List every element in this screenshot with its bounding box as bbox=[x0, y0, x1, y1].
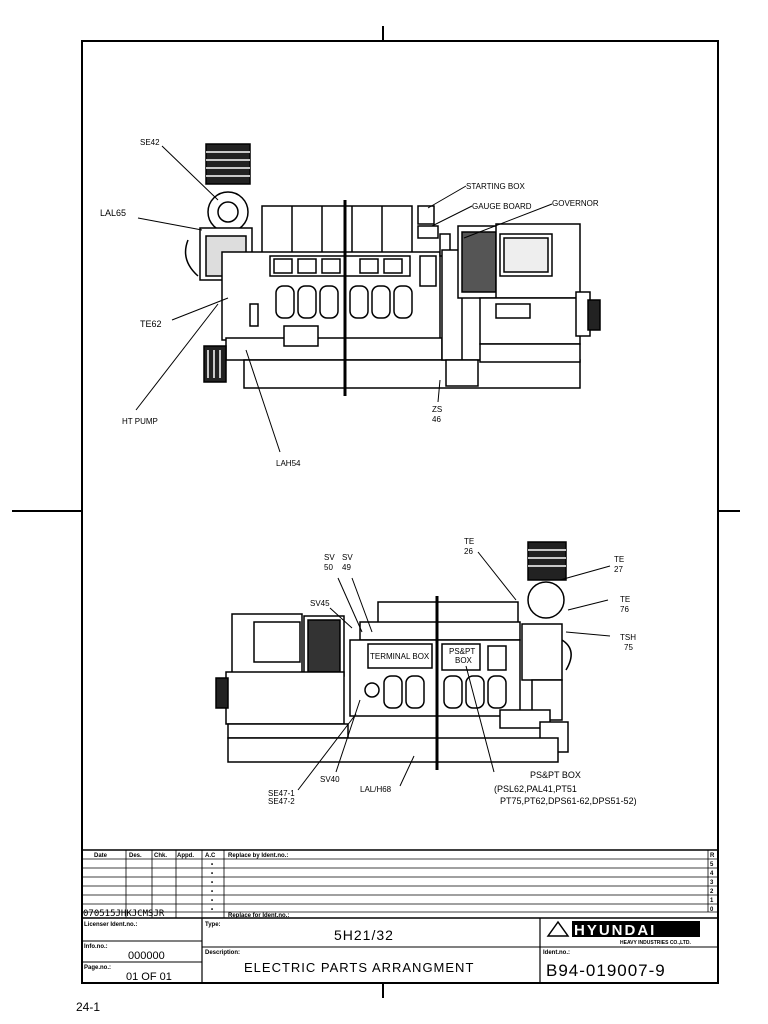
label-te26-line2: 26 bbox=[464, 547, 473, 556]
rev-1: 1 bbox=[710, 898, 714, 904]
sheet-border bbox=[12, 26, 740, 998]
label-zs46-line2: 46 bbox=[432, 415, 441, 424]
info-label: Info.no.: bbox=[84, 944, 108, 950]
rev-5: 5 bbox=[710, 862, 714, 868]
ac-dot: • bbox=[211, 880, 213, 886]
label-sv49-line2: 49 bbox=[342, 563, 351, 572]
engine-top-view bbox=[184, 143, 601, 389]
header-chk: Chk. bbox=[154, 853, 167, 859]
label-lal65: LAL65 bbox=[100, 208, 126, 218]
label-lah54: LAH54 bbox=[276, 459, 301, 468]
label-pspt-inner-line2: BOX bbox=[455, 656, 473, 665]
label-sv50-line1: SV bbox=[324, 553, 335, 562]
label-te76-line2: 76 bbox=[620, 605, 629, 614]
ac-dot: • bbox=[211, 862, 213, 868]
label-ht-pump: HT PUMP bbox=[122, 417, 158, 426]
page-label: Page.no.: bbox=[84, 965, 111, 971]
label-pspt-box: PS&PT BOX bbox=[530, 770, 581, 780]
svg-text:HEAVY INDUSTRIES CO.,LTD.: HEAVY INDUSTRIES CO.,LTD. bbox=[620, 940, 691, 946]
record-line: 070515JHKJCMSJR bbox=[83, 909, 165, 919]
label-zs46-line1: ZS bbox=[432, 405, 442, 414]
label-te27-line2: 27 bbox=[614, 565, 623, 574]
label-starting-box: STARTING BOX bbox=[466, 182, 525, 191]
rev-2: 2 bbox=[710, 889, 714, 895]
label-se42: SE42 bbox=[140, 138, 160, 147]
label-sv50-line2: 50 bbox=[324, 563, 333, 572]
header-date: Date bbox=[94, 853, 108, 859]
label-pspt-list-line1: (PSL62,PAL41,PT51 bbox=[494, 784, 577, 794]
label-te62: TE62 bbox=[140, 319, 162, 329]
label-gauge-board: GAUGE BOARD bbox=[472, 202, 532, 211]
label-tsh75-line2: 75 bbox=[624, 643, 633, 652]
label-governor: GOVERNOR bbox=[552, 199, 599, 208]
ac-dot: • bbox=[211, 871, 213, 877]
title-block bbox=[82, 849, 718, 983]
label-se47-2: SE47-2 bbox=[268, 797, 295, 806]
desc-value: ELECTRIC PARTS ARRANGMENT bbox=[244, 960, 474, 975]
type-value: 5H21/32 bbox=[334, 927, 394, 943]
page-value: 01 OF 01 bbox=[126, 971, 172, 983]
label-pspt-inner-line1: PS&PT bbox=[449, 647, 475, 656]
ident-label: Ident.no.: bbox=[543, 950, 570, 956]
header-appd: Appd. bbox=[177, 853, 194, 859]
desc-label: Description: bbox=[205, 950, 240, 956]
ac-dot: • bbox=[211, 889, 213, 895]
hyundai-logo: HYUNDAI HEAVY INDUSTRIES CO.,LTD. bbox=[546, 920, 700, 946]
label-te26-line1: TE bbox=[464, 537, 474, 546]
rev-0: 0 bbox=[710, 907, 714, 913]
top-leaders bbox=[135, 145, 553, 453]
label-terminal-box: TERMINAL BOX bbox=[370, 652, 430, 661]
ident-value: B94-019007-9 bbox=[546, 961, 666, 980]
info-value: 000000 bbox=[128, 950, 165, 962]
rev-3: 3 bbox=[710, 880, 714, 886]
label-pspt-list-line2: PT75,PT62,DPS61-62,DPS51-52) bbox=[500, 796, 637, 806]
header-replace-for: Replace for Ident.no.: bbox=[228, 913, 289, 919]
header-ac: A.C bbox=[205, 853, 216, 859]
label-se47-1: SE47-1 bbox=[268, 789, 295, 798]
page-number: 24-1 bbox=[76, 1000, 101, 1014]
label-tsh75-line1: TSH bbox=[620, 633, 636, 642]
ac-dot: • bbox=[211, 907, 213, 913]
bottom-labels: SV 50 SV 49 SV45 TE 26 TE 27 TE 76 TSH 7… bbox=[268, 537, 637, 806]
header-des: Des. bbox=[129, 853, 142, 859]
label-sv40: SV40 bbox=[320, 775, 340, 784]
label-te76-line1: TE bbox=[620, 595, 630, 604]
type-label: Type: bbox=[205, 922, 221, 928]
label-lal-h68: LAL/H68 bbox=[360, 785, 392, 794]
label-sv45: SV45 bbox=[310, 599, 330, 608]
header-replace-by: Replace by Ident.no.: bbox=[228, 853, 288, 859]
title-block-text: Date Des. Chk. Appd. A.C Replace by Iden… bbox=[83, 853, 715, 983]
bottom-leaders bbox=[297, 551, 611, 791]
ac-dot: • bbox=[211, 898, 213, 904]
engine-bottom-view bbox=[215, 541, 572, 763]
licenser-label: Licenser Ident.no.: bbox=[84, 922, 137, 928]
label-sv49-line1: SV bbox=[342, 553, 353, 562]
rev-4: 4 bbox=[710, 871, 714, 877]
top-labels: SE42 LAL65 TE62 HT PUMP LAH54 STARTING B… bbox=[100, 138, 599, 468]
svg-text:HYUNDAI: HYUNDAI bbox=[574, 922, 656, 939]
rev-r: R bbox=[710, 853, 715, 859]
label-te27-line1: TE bbox=[614, 555, 624, 564]
